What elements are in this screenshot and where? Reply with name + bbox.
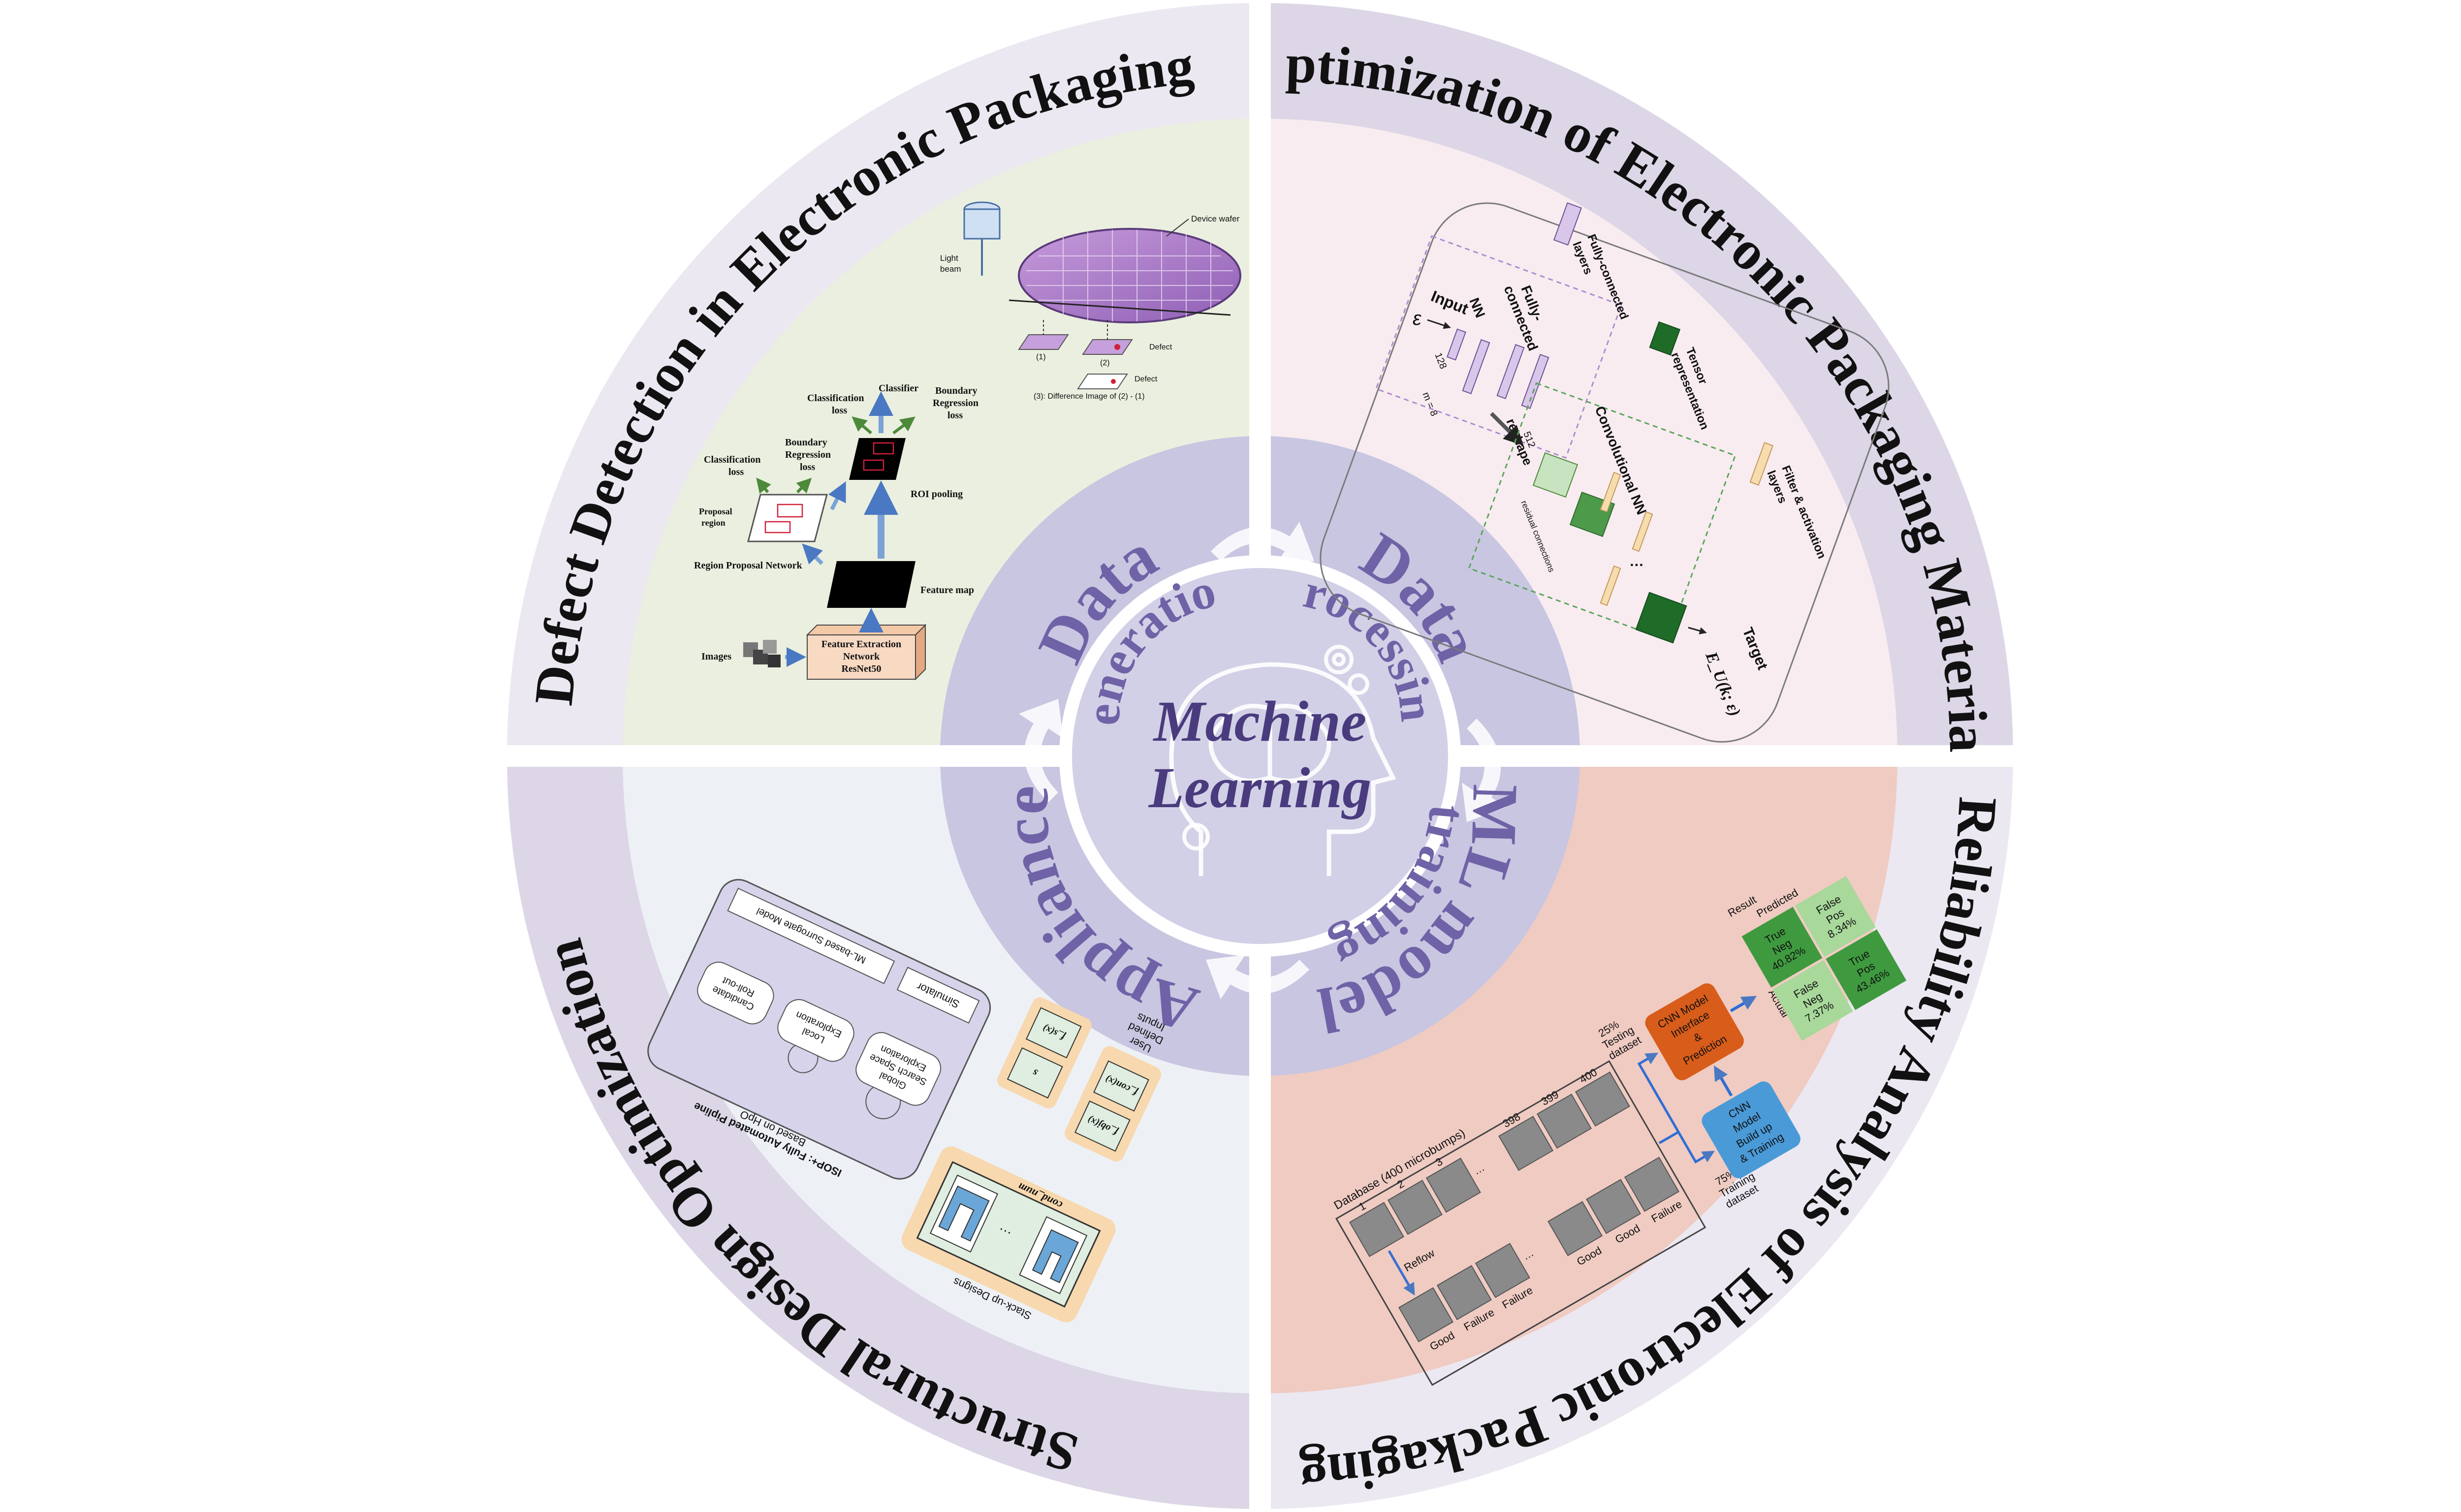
gear-icon bbox=[1182, 645, 1369, 850]
boundary-loss-left-3: loss bbox=[800, 462, 815, 472]
defect-label-2: Defect bbox=[1135, 375, 1158, 383]
feature-map-plane bbox=[827, 561, 915, 608]
local-exploration-box bbox=[777, 999, 854, 1062]
legend-fc-swatch bbox=[1553, 202, 1582, 246]
cnn-build-box bbox=[1702, 1081, 1800, 1178]
defect-label-1: Defect bbox=[1149, 343, 1172, 351]
network-frame bbox=[1320, 202, 1890, 743]
feature-extraction-box bbox=[806, 624, 927, 681]
cycle-arrow-right-icon bbox=[1462, 719, 1506, 822]
cycle-arrow-left-icon bbox=[1019, 699, 1063, 802]
device-wafer bbox=[1018, 228, 1241, 323]
simulator-box bbox=[896, 967, 980, 1024]
feature-extraction-label-1: Feature Extraction bbox=[821, 639, 901, 650]
feature-extraction-label-3: ResNet50 bbox=[841, 663, 881, 674]
proposal-region-plane bbox=[747, 494, 828, 542]
boundary-loss-left-2: Regression bbox=[785, 449, 831, 460]
legend-tensor-swatch bbox=[1649, 321, 1681, 356]
boundary-loss-left-1: Boundary bbox=[785, 437, 827, 448]
boundary-loss-top-3: loss bbox=[947, 410, 963, 421]
center-title-line2: Learning bbox=[1148, 756, 1371, 820]
cm-false-neg bbox=[1772, 960, 1853, 1041]
database-frame bbox=[1335, 1060, 1706, 1386]
candidate-rollout-box bbox=[697, 961, 774, 1025]
ml-center-inner bbox=[1072, 568, 1448, 944]
images-label: Images bbox=[701, 651, 731, 662]
classification-loss-left-1: Classification bbox=[704, 454, 761, 465]
classifier-label: Classifier bbox=[879, 383, 918, 394]
proposal-region-label-2: region bbox=[701, 518, 726, 528]
roi-pooling-map bbox=[849, 438, 906, 480]
defect-detection-diagram: Light beam Device wafer (1) (2) D bbox=[694, 201, 1241, 681]
cnn-interface-box bbox=[1645, 983, 1744, 1080]
light-beam-label-1: Light bbox=[940, 253, 958, 263]
center-title-line1: Machine bbox=[1153, 689, 1367, 754]
boundary-loss-top-1: Boundary bbox=[935, 385, 978, 396]
difference-image-label: (3): Difference Image of (2) - (1) bbox=[1034, 392, 1145, 401]
roi-pooling-label: ROI pooling bbox=[911, 489, 963, 500]
boundary-loss-top-2: Regression bbox=[933, 398, 978, 409]
classification-loss-top-2: loss bbox=[832, 405, 847, 416]
cm-false-pos bbox=[1795, 876, 1876, 957]
legend-filter-swatch bbox=[1749, 442, 1774, 486]
microbump-images bbox=[1349, 1071, 1679, 1343]
fc-layers bbox=[1447, 328, 1549, 410]
image-2-label: (2) bbox=[1100, 359, 1110, 367]
device-wafer-label: Device wafer bbox=[1191, 214, 1240, 223]
cycle-arrow-top-icon bbox=[1211, 522, 1314, 566]
filter-layers bbox=[1600, 472, 1653, 606]
image-1-label: (1) bbox=[1036, 353, 1046, 361]
brain-head-icon bbox=[1169, 662, 1396, 876]
classification-loss-top-1: Classification bbox=[807, 393, 864, 404]
classification-loss-left-2: loss bbox=[728, 467, 744, 477]
cm-true-neg bbox=[1741, 907, 1823, 988]
feature-extraction-label-2: Network bbox=[843, 651, 880, 662]
ellipsis-dots: … bbox=[1629, 553, 1644, 569]
proposal-region-label-1: Proposal bbox=[699, 506, 732, 516]
light-source-icon bbox=[963, 201, 1001, 276]
epsilon-symbol: ε bbox=[1413, 308, 1422, 329]
light-beam-label-2: beam bbox=[940, 264, 961, 274]
cm-true-pos bbox=[1826, 929, 1907, 1010]
input-images-icon bbox=[743, 640, 781, 667]
cycle-arrow-bottom-icon bbox=[1206, 955, 1309, 999]
surrogate-box bbox=[727, 887, 895, 984]
conv-cubes bbox=[1532, 452, 1687, 644]
feature-map-label: Feature map bbox=[920, 585, 974, 596]
region-proposal-network-label: Region Proposal Network bbox=[694, 560, 802, 571]
global-search-box bbox=[855, 1032, 942, 1106]
